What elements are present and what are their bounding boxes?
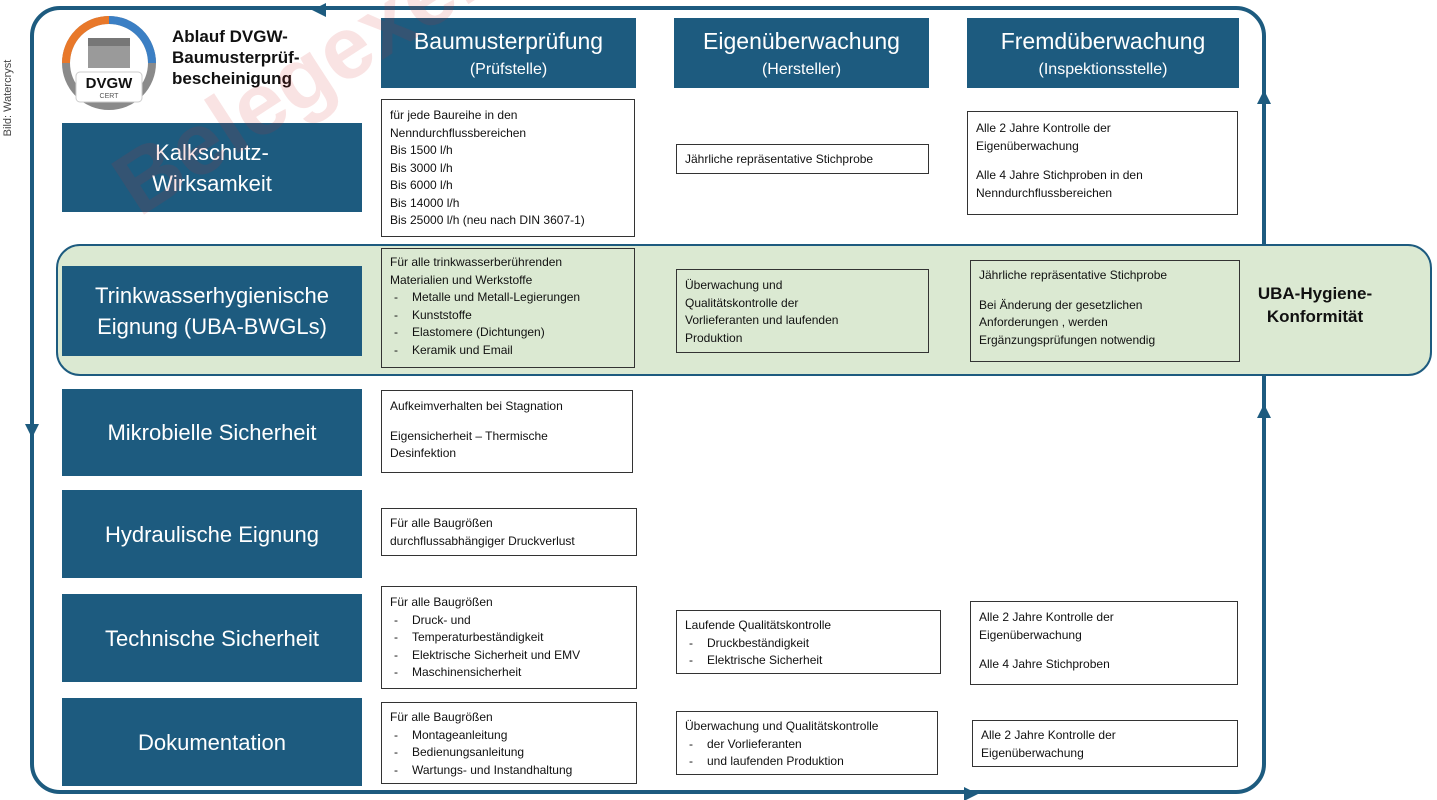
list-item: der Vorlieferanten — [685, 736, 929, 754]
row-header-technische-sicherheit: Technische Sicherheit — [62, 594, 362, 682]
list-item: Bedienungsanleitung — [390, 744, 628, 762]
list-item: Kunststoffe — [390, 307, 626, 325]
dvgw-cert-logo: DVGW CERT — [62, 16, 156, 110]
list-item: Wartungs- und Instandhaltung — [390, 762, 628, 780]
svg-text:CERT: CERT — [100, 93, 120, 100]
svg-text:DVGW: DVGW — [86, 75, 134, 92]
list-item: Temperaturbeständigkeit — [390, 629, 628, 647]
list-item: Elastomere (Dichtungen) — [390, 324, 626, 342]
page-title: Ablauf DVGW- Baumusterprüf- bescheinigun… — [172, 27, 300, 88]
cell-kalkschutz-eigen: Jährliche repräsentative Stichprobe — [676, 144, 929, 174]
list-item: Metalle und Metall-Legierungen — [390, 289, 626, 307]
cell-technik-pruefung: Für alle Baugrößen Druck- und Temperatur… — [381, 586, 637, 689]
cell-technik-eigen: Laufende Qualitätskontrolle Druckbeständ… — [676, 610, 941, 674]
flow-frame — [30, 6, 1266, 794]
list-item: Elektrische Sicherheit — [685, 652, 932, 670]
row-header-hydraulische-eignung: Hydraulische Eignung — [62, 490, 362, 578]
list-item: Druck- und — [390, 612, 628, 630]
column-header-baumusterpruefung: Baumusterprüfung(Prüfstelle) — [381, 18, 636, 88]
row-header-dokumentation: Dokumentation — [62, 698, 362, 786]
cell-trinkwasser-fremd: Jährliche repräsentative Stichprobe Bei … — [970, 260, 1240, 362]
row-header-mikrobielle-sicherheit: Mikrobielle Sicherheit — [62, 389, 362, 476]
list-item: Montageanleitung — [390, 727, 628, 745]
list-item: Keramik und Email — [390, 342, 626, 360]
cell-doku-pruefung: Für alle Baugrößen Montageanleitung Bedi… — [381, 702, 637, 784]
photo-credit: Bild: Watercryst — [2, 59, 14, 137]
uba-hygiene-konformitaet-label: UBA-Hygiene-Konformität — [1257, 284, 1373, 326]
row-header-kalkschutz: Kalkschutz-Wirksamkeit — [62, 123, 362, 212]
list-item: Druckbeständigkeit — [685, 635, 932, 653]
cell-doku-eigen: Überwachung und Qualitätskontrolle der V… — [676, 711, 938, 775]
column-header-eigenueberwachung: Eigenüberwachung(Hersteller) — [674, 18, 929, 88]
list-item: Maschinensicherheit — [390, 664, 628, 682]
list-item: Elektrische Sicherheit und EMV — [390, 647, 628, 665]
column-header-fremdueberwachung: Fremdüberwachung(Inspektionsstelle) — [967, 18, 1239, 88]
list-item: und laufenden Produktion — [685, 753, 929, 771]
cell-mikrobiell-pruefung: Aufkeimverhalten bei Stagnation Eigensic… — [381, 390, 633, 473]
